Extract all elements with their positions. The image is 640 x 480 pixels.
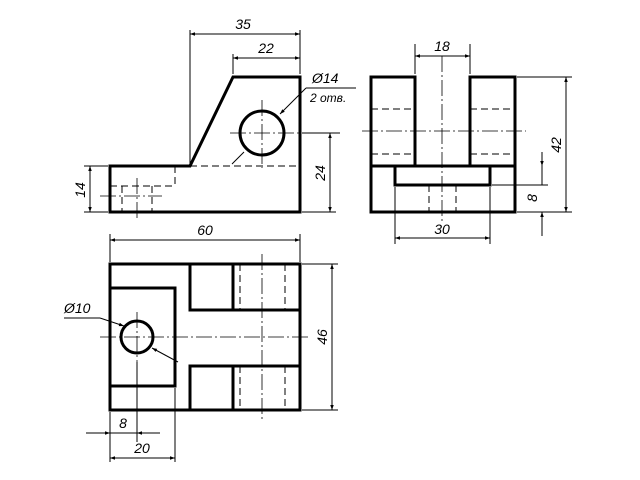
leader-line: [99, 317, 125, 327]
front-view-outline: [108, 75, 302, 214]
dim-label-22: 22: [257, 40, 274, 56]
dim-label-60: 60: [197, 222, 213, 238]
dim-label-20: 20: [133, 440, 150, 456]
side-view-outline: [369, 75, 517, 214]
top-view-upper-block: [188, 264, 300, 312]
front-view: 35 22 Ø14 2 отв. 24 14: [72, 16, 356, 218]
hole-label-d10: Ø10: [63, 300, 91, 316]
dim-label-8-top: 8: [119, 415, 127, 431]
dim-label-42: 42: [548, 137, 564, 153]
dim-label-18: 18: [434, 38, 450, 54]
hole-label-d14: Ø14: [311, 70, 339, 86]
leader-line: [151, 347, 179, 363]
hole-note: 2 отв.: [309, 91, 346, 105]
dim-label-30: 30: [434, 221, 450, 237]
leader-line: [279, 87, 307, 115]
top-view-lower-block: [188, 364, 300, 410]
side-view: 18 42 8 30: [362, 38, 572, 244]
dim-label-46: 46: [314, 329, 330, 345]
dim-label-14: 14: [72, 182, 88, 198]
leader-line: [231, 151, 245, 165]
top-view: 60 46 Ø10 8 20: [63, 222, 338, 462]
dim-label-24: 24: [312, 165, 328, 182]
dim-label-8: 8: [524, 194, 540, 202]
dim-label-35: 35: [235, 16, 251, 32]
side-view-base-slot: [393, 164, 492, 187]
